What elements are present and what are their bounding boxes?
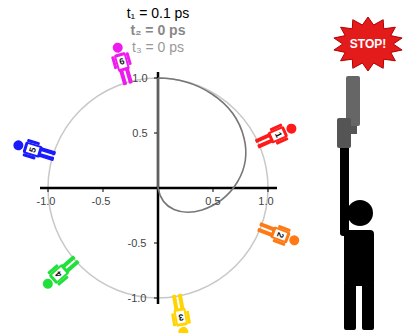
stop-text: STOP! [350, 38, 386, 50]
tick-label: 1.0 [132, 73, 147, 84]
stop-starburst: STOP! [332, 16, 404, 72]
tick-label: 0.5 [132, 128, 147, 139]
trajectory-curve [158, 78, 246, 212]
tick-label: 1.0 [258, 196, 273, 207]
ticks [48, 78, 268, 298]
person-figure [11, 135, 57, 165]
tick-label: -1.0 [37, 196, 56, 207]
person-figure [168, 293, 193, 333]
tick-label: -1.0 [128, 293, 147, 304]
time-label: t₃ = 0 ps [132, 40, 184, 54]
gunman-figure [337, 76, 374, 330]
person-figure [38, 252, 82, 294]
tick-label: -0.5 [128, 238, 147, 249]
person-figure [256, 218, 303, 250]
tick-label: -0.5 [92, 196, 111, 207]
time-label: t₁ = 0.1 ps [127, 6, 190, 20]
person-figure [253, 118, 300, 152]
time-label: t₂ = 0 ps [131, 23, 186, 37]
callout-number: 3 [177, 312, 184, 322]
tick-label: 0.5 [205, 196, 220, 207]
